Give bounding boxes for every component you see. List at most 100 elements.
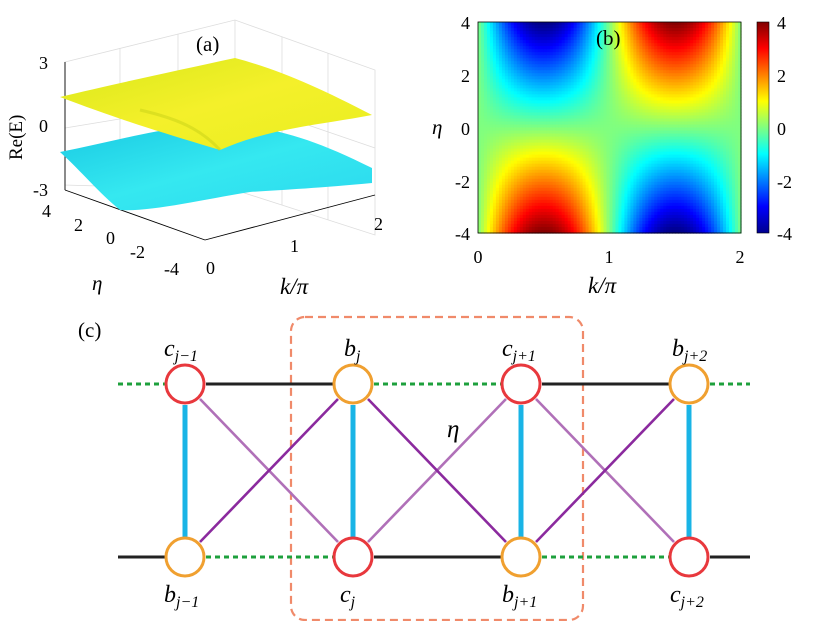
- heatmap-cell: [657, 40, 661, 44]
- heatmap-cell: [483, 178, 488, 183]
- heatmap-cell: [660, 166, 664, 171]
- heatmap-cell: [534, 160, 539, 165]
- heatmap-cell: [648, 70, 652, 74]
- heatmap-cell: [621, 166, 626, 171]
- heatmap-cell: [507, 229, 512, 234]
- heatmap-cell: [540, 103, 545, 107]
- heatmap-cell: [516, 112, 521, 117]
- heatmap-cell: [543, 61, 548, 65]
- heatmap-cell: [483, 40, 488, 44]
- heatmap-cell: [657, 31, 661, 35]
- heatmap-cell: [660, 88, 664, 92]
- heatmap-cell: [651, 154, 655, 159]
- heatmap-cell: [579, 166, 584, 171]
- heatmap-cell: [552, 88, 557, 92]
- heatmap-cell: [660, 226, 664, 231]
- heatmap-cell: [636, 25, 640, 29]
- heatmap-cell: [522, 154, 527, 159]
- heatmap-cell: [615, 166, 620, 171]
- heatmap-cell: [672, 157, 676, 162]
- heatmap-cell: [642, 49, 646, 53]
- heatmap-cell: [540, 37, 545, 41]
- heatmap-cell: [498, 208, 503, 213]
- heatmap-cell: [546, 40, 551, 44]
- heatmap-cell: [549, 163, 554, 168]
- heatmap-cell: [678, 229, 682, 234]
- heatmap-cell: [663, 94, 667, 98]
- heatmap-cell: [546, 43, 551, 47]
- heatmap-cell: [594, 34, 599, 38]
- heatmap-cell: [504, 223, 509, 228]
- heatmap-cell: [624, 169, 629, 174]
- heatmap-cell: [501, 31, 506, 35]
- heatmap-cell: [489, 229, 494, 234]
- heatmap-cell: [600, 226, 605, 231]
- heatmap-cell: [501, 211, 506, 216]
- heatmap-cell: [624, 154, 629, 159]
- heatmap-cell: [528, 205, 533, 210]
- heatmap-cell: [621, 151, 626, 156]
- heatmap-cell: [630, 43, 635, 47]
- heatmap-cell: [672, 208, 676, 213]
- heatmap-cell: [543, 40, 548, 44]
- heatmap-cell: [498, 226, 503, 231]
- heatmap-cell: [636, 37, 640, 41]
- heatmap-cell: [549, 172, 554, 177]
- heatmap-cell: [528, 145, 533, 150]
- heatmap-cell: [684, 58, 688, 62]
- heatmap-cell: [525, 136, 530, 141]
- heatmap-cell: [555, 28, 560, 32]
- heatmap-cell: [552, 190, 557, 195]
- heatmap-cell: [525, 166, 530, 171]
- heatmap-cell: [558, 88, 563, 92]
- heatmap-cell: [549, 217, 554, 222]
- heatmap-cell: [687, 52, 691, 56]
- heatmap-cell: [672, 142, 676, 147]
- heatmap-cell: [657, 73, 661, 77]
- heatmap-cell: [588, 187, 593, 192]
- heatmap-cell: [483, 28, 488, 32]
- heatmap-cell: [573, 199, 578, 204]
- heatmap-cell: [564, 127, 569, 132]
- heatmap-cell: [672, 190, 676, 195]
- heatmap-cell: [573, 154, 578, 159]
- heatmap-cell: [600, 202, 605, 207]
- heatmap-cell: [681, 166, 685, 171]
- heatmap-cell: [558, 34, 563, 38]
- heatmap-cell: [480, 106, 485, 111]
- heatmap-cell: [552, 40, 557, 44]
- heatmap-cell: [651, 88, 655, 92]
- heatmap-cell: [639, 163, 643, 168]
- heatmap-cell: [630, 49, 635, 53]
- heatmap-cell: [489, 190, 494, 195]
- heatmap-cell: [675, 160, 679, 165]
- heatmap-cell: [591, 55, 596, 59]
- heatmap-cell: [606, 208, 611, 213]
- heatmap-cell: [669, 79, 673, 83]
- heatmap-cell: [504, 100, 509, 104]
- heatmap-cell: [654, 169, 658, 174]
- heatmap-cell: [588, 40, 593, 44]
- heatmap-cell: [558, 166, 563, 171]
- heatmap-cell: [663, 223, 667, 228]
- heatmap-cell: [660, 133, 664, 138]
- heatmap-cell: [597, 31, 602, 35]
- heatmap-cell: [612, 151, 617, 156]
- heatmap-cell: [549, 127, 554, 132]
- heatmap-cell: [633, 124, 637, 129]
- heatmap-cell: [654, 202, 658, 207]
- heatmap-cell: [504, 157, 509, 162]
- heatmap-cell: [558, 214, 563, 219]
- heatmap-cells: [478, 22, 742, 234]
- heatmap-cell: [576, 208, 581, 213]
- heatmap-cell: [570, 76, 575, 80]
- heatmap-cell: [486, 46, 491, 50]
- heatmap-cell: [480, 229, 485, 234]
- heatmap-cell: [654, 220, 658, 225]
- heatmap-cell: [681, 55, 685, 59]
- heatmap-cell: [507, 178, 512, 183]
- heatmap-cell: [564, 40, 569, 44]
- heatmap-cell: [672, 115, 676, 120]
- heatmap-cell: [630, 163, 635, 168]
- heatmap-cell: [684, 205, 688, 210]
